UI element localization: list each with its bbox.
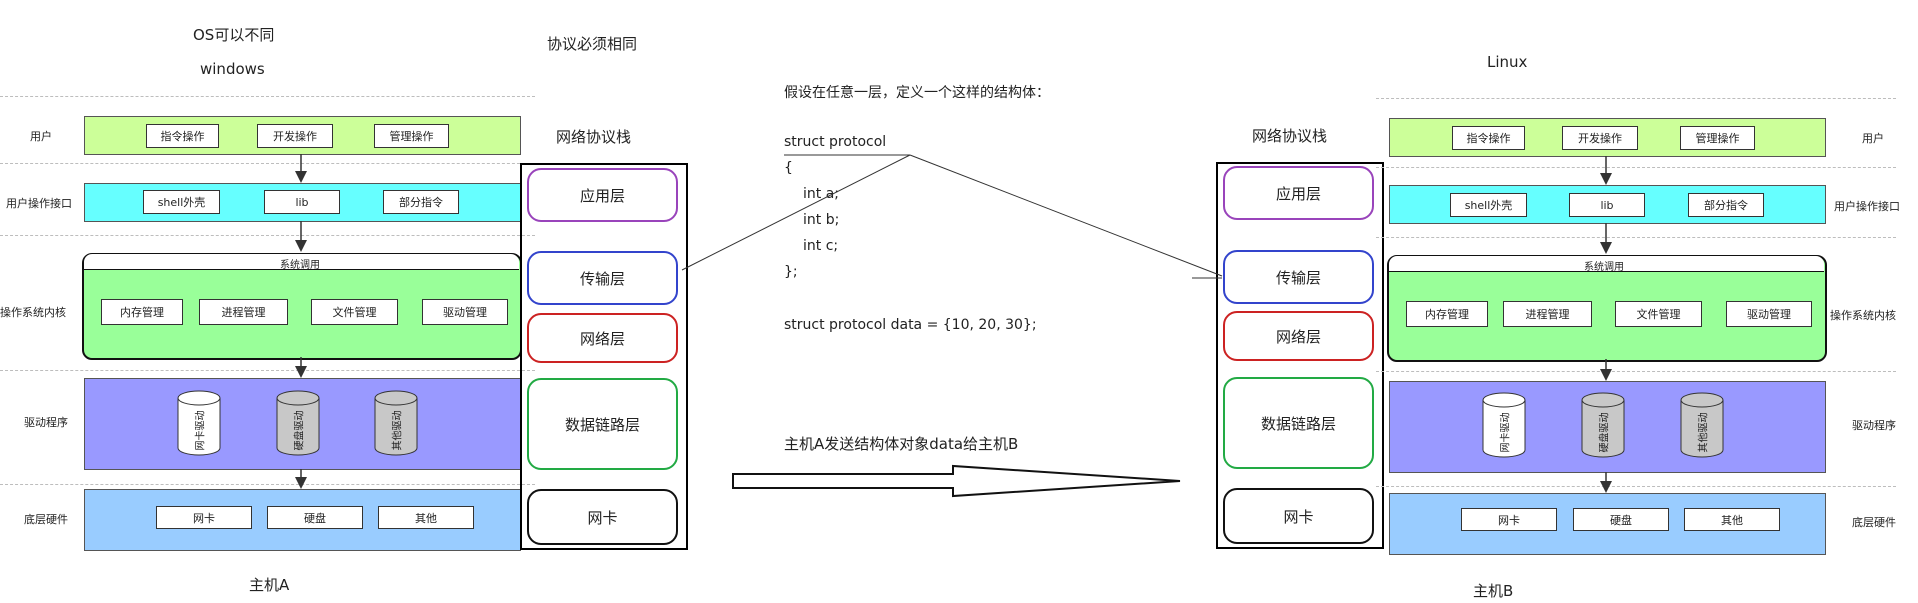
- host-a-other-driver-label: 其他驱动: [392, 410, 404, 451]
- host-b-disk-driver-cylinder: [1581, 392, 1625, 458]
- host-a-admin-op: 管理操作: [374, 124, 449, 148]
- host-a-side-user: 用户: [30, 130, 52, 143]
- host-a-mem-mgmt: 内存管理: [101, 299, 183, 325]
- connector-line-b: [909, 154, 1223, 277]
- host-a-cmd-op: 指令操作: [146, 124, 219, 148]
- host-b-partial-cmd: 部分指令: [1688, 193, 1764, 217]
- host-a-dev-op: 开发操作: [257, 124, 333, 148]
- host-b-hw-other: 其他: [1684, 508, 1780, 531]
- stack-a-transport: 传输层: [527, 251, 678, 305]
- host-b-proc-mgmt: 进程管理: [1503, 301, 1592, 327]
- host-a-side-interface: 用户操作接口: [6, 197, 72, 210]
- code-open-brace: {: [784, 160, 793, 176]
- host-a-proc-mgmt: 进程管理: [199, 299, 288, 325]
- stack-a-network: 网络层: [527, 313, 678, 363]
- host-a-syscall-label: 系统调用: [280, 260, 320, 271]
- host-b-side-user: 用户: [1862, 132, 1884, 145]
- host-a-nic-driver-cylinder: [177, 390, 221, 456]
- host-b-other-driver-cylinder: [1680, 392, 1724, 458]
- host-b-hw-disk: 硬盘: [1573, 508, 1669, 531]
- host-b-mem-mgmt: 内存管理: [1406, 301, 1488, 327]
- host-a-side-kernel: 操作系统内核: [0, 306, 66, 319]
- host-b-syscall-label: 系统调用: [1584, 262, 1624, 273]
- host-a-disk-driver-cylinder: [276, 390, 320, 456]
- host-a-side-driver: 驱动程序: [24, 416, 68, 429]
- host-b-cmd-op: 指令操作: [1452, 126, 1525, 150]
- code-field-c: int c;: [803, 238, 839, 254]
- host-a-shell: shell外壳: [143, 190, 220, 214]
- host-a-syscall-bar: [84, 254, 519, 270]
- host-a-other-driver-cylinder: [374, 390, 418, 456]
- host-b-side-hardware: 底层硬件: [1852, 516, 1896, 529]
- host-a-os-note: OS可以不同: [193, 26, 275, 44]
- stack-a-nic: 网卡: [527, 489, 678, 545]
- host-b-side-driver: 驱动程序: [1852, 419, 1896, 432]
- host-b-disk-driver-label: 硬盘驱动: [1599, 412, 1611, 453]
- host-a-disk-driver-label: 硬盘驱动: [294, 410, 306, 451]
- host-a-os-name: windows: [200, 60, 265, 78]
- code-field-a: int a;: [803, 186, 839, 202]
- host-b-side-kernel: 操作系统内核: [1830, 309, 1896, 322]
- host-b-hw-nic: 网卡: [1461, 508, 1557, 531]
- host-b-admin-op: 管理操作: [1680, 126, 1755, 150]
- host-a-hw-other: 其他: [378, 506, 474, 529]
- host-b-shell: shell外壳: [1450, 193, 1527, 217]
- send-arrow: [732, 464, 1181, 498]
- host-b-lib: lib: [1569, 193, 1645, 217]
- send-text: 主机A发送结构体对象data给主机B: [784, 435, 1019, 453]
- host-b-nic-driver-label: 网卡驱动: [1500, 412, 1512, 453]
- code-field-b: int b;: [803, 212, 840, 228]
- host-b-nic-driver-cylinder: [1482, 392, 1526, 458]
- code-struct-decl: struct protocol: [784, 134, 887, 150]
- host-b-name: 主机B: [1473, 582, 1514, 600]
- host-a-hw-disk: 硬盘: [267, 506, 363, 529]
- stack-b-application: 应用层: [1223, 166, 1374, 220]
- stack-b-title: 网络协议栈: [1252, 127, 1328, 145]
- stack-b-network: 网络层: [1223, 311, 1374, 361]
- stack-a-title: 网络协议栈: [556, 128, 632, 146]
- stack-b-datalink: 数据链路层: [1223, 377, 1374, 469]
- code-intro: 假设在任意一层，定义一个这样的结构体：: [784, 85, 1050, 101]
- host-b-os-name: Linux: [1487, 53, 1528, 71]
- host-a-nic-driver-label: 网卡驱动: [195, 410, 207, 451]
- host-b-file-mgmt: 文件管理: [1615, 301, 1702, 327]
- host-a-name: 主机A: [249, 576, 290, 594]
- host-b-side-interface: 用户操作接口: [1834, 200, 1900, 213]
- host-b-syscall-bar: [1389, 256, 1824, 272]
- host-a-lib: lib: [264, 190, 340, 214]
- host-b-driver-mgmt: 驱动管理: [1726, 301, 1812, 327]
- host-b-dev-op: 开发操作: [1562, 126, 1638, 150]
- stack-b-nic: 网卡: [1223, 488, 1374, 544]
- code-data-init: struct protocol data = {10, 20, 30};: [784, 317, 1037, 333]
- stack-b-frame: [1216, 162, 1384, 549]
- host-b-other-driver-label: 其他驱动: [1698, 412, 1710, 453]
- stack-b-transport: 传输层: [1223, 250, 1374, 304]
- code-close-brace: };: [784, 264, 798, 280]
- host-a-side-hardware: 底层硬件: [24, 513, 68, 526]
- stack-a-frame: [520, 163, 688, 550]
- protocol-note: 协议必须相同: [547, 35, 638, 53]
- connector-line-a: [681, 154, 911, 271]
- host-a-partial-cmd: 部分指令: [383, 190, 459, 214]
- host-a-file-mgmt: 文件管理: [311, 299, 398, 325]
- stack-a-application: 应用层: [527, 168, 678, 222]
- host-a-hw-nic: 网卡: [156, 506, 252, 529]
- host-a-driver-mgmt: 驱动管理: [422, 299, 508, 325]
- stack-a-datalink: 数据链路层: [527, 378, 678, 470]
